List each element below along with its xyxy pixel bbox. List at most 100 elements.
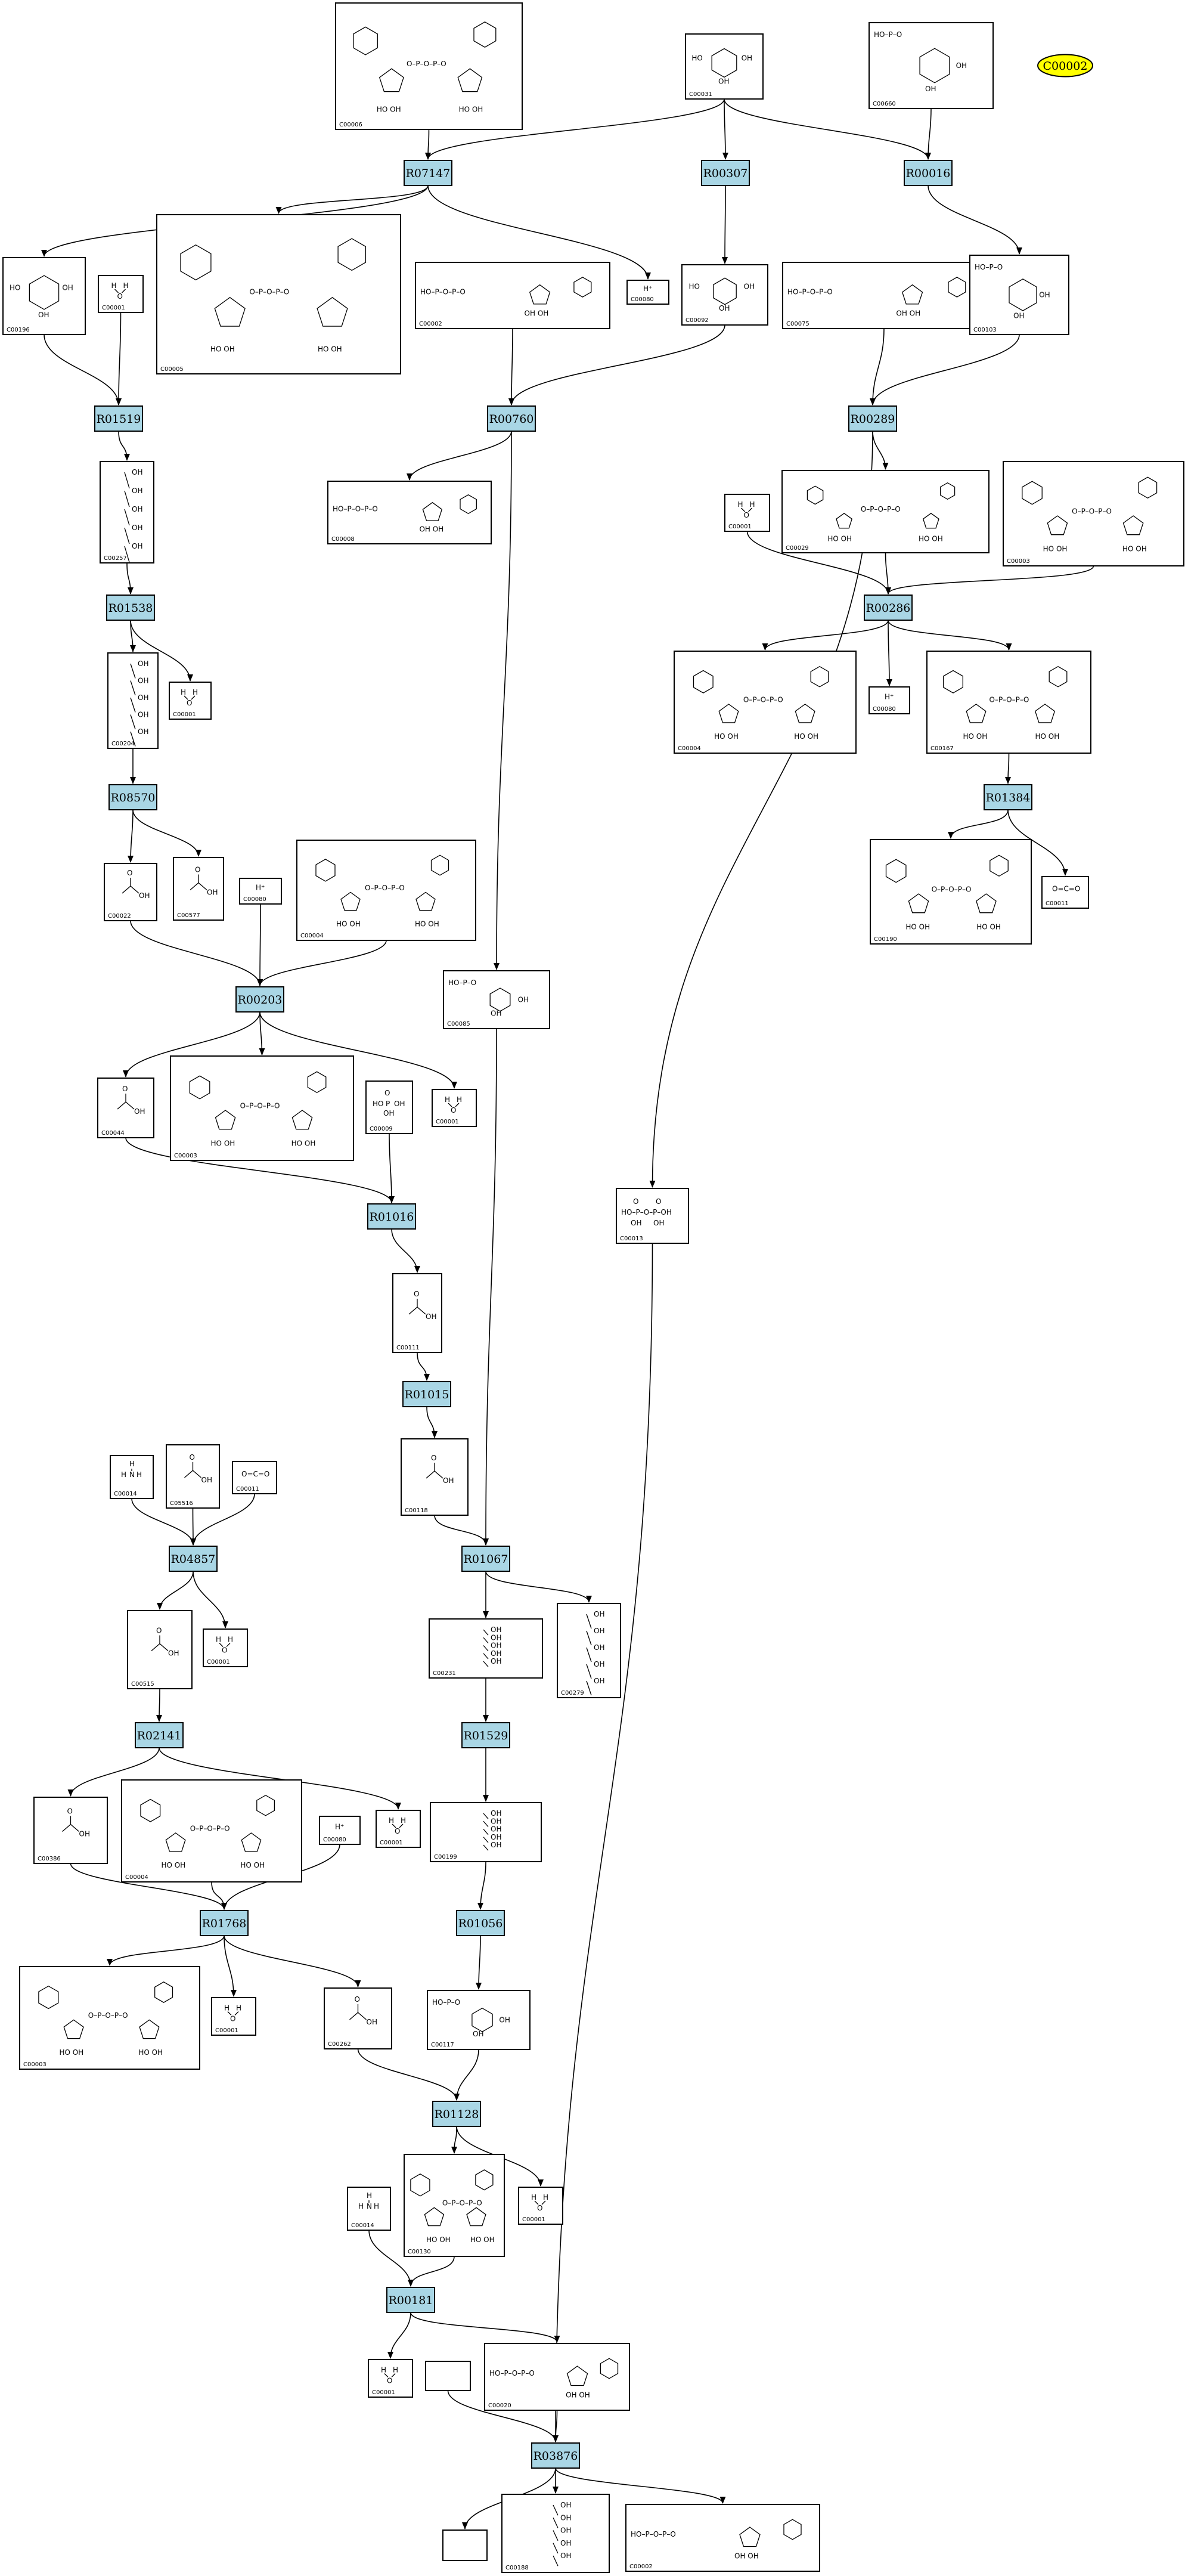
compound-label: C00111	[396, 1345, 420, 1351]
reaction-node[interactable]: R01384	[984, 784, 1032, 810]
compound-box	[681, 264, 768, 326]
edge-r01384-c00011a	[1007, 809, 1068, 876]
reaction-node[interactable]: R00286	[864, 595, 913, 621]
reaction-node[interactable]: R00016	[904, 160, 953, 186]
compound-node[interactable]	[425, 2361, 471, 2391]
svg-text:HO–P–O–P–O: HO–P–O–P–O	[631, 2530, 676, 2538]
reaction-node[interactable]: R01016	[367, 1203, 416, 1230]
reaction-box	[848, 405, 897, 432]
reaction-node[interactable]: R03876	[531, 2442, 580, 2469]
reaction-node[interactable]: R04857	[169, 1546, 218, 1572]
reaction-node[interactable]: R01768	[200, 1910, 249, 1936]
compound-node[interactable]: H⁺C00080	[626, 280, 669, 305]
reaction-label: R01384	[986, 791, 1031, 804]
compound-box	[969, 255, 1069, 335]
reaction-node[interactable]: R00289	[848, 405, 897, 432]
reaction-node[interactable]: R01538	[106, 595, 155, 621]
reaction-node[interactable]: R01519	[94, 405, 143, 432]
structure-icon: HO–P–O–P–OOH OH	[489, 2358, 619, 2399]
reaction-node[interactable]: R01056	[456, 1910, 505, 1936]
compound-node[interactable]	[442, 2529, 488, 2561]
highlight-node[interactable]: C00002	[1037, 54, 1093, 78]
reaction-node[interactable]: R00203	[235, 986, 284, 1013]
reaction-node[interactable]: R08570	[108, 784, 157, 810]
reaction-node[interactable]: R00760	[487, 405, 536, 432]
reaction-node[interactable]: R07147	[404, 160, 452, 186]
compound-node[interactable]: H⁺C00080	[319, 1816, 361, 1845]
compound-node[interactable]: H⁺C00080	[868, 686, 910, 714]
reaction-node[interactable]: R01015	[402, 1381, 451, 1407]
reaction-node[interactable]: R01067	[461, 1546, 510, 1572]
reaction-node[interactable]: R01529	[461, 1722, 510, 1748]
svg-text:HO–P–O: HO–P–O	[874, 30, 902, 39]
reaction-node[interactable]: R02141	[135, 1722, 184, 1748]
reaction-node[interactable]: R00307	[701, 160, 750, 186]
compound-node[interactable]: H⁺C00080	[239, 878, 282, 905]
reaction-node[interactable]: R00181	[386, 2287, 435, 2313]
svg-text:HO OH: HO OH	[210, 345, 235, 354]
svg-text:O–P–O–P–O: O–P–O–P–O	[1072, 507, 1112, 516]
compound-box	[401, 1438, 469, 1516]
reaction-node[interactable]: R01128	[432, 2101, 481, 2127]
compound-label: C00006	[339, 122, 362, 128]
compound-box	[127, 1610, 193, 1689]
